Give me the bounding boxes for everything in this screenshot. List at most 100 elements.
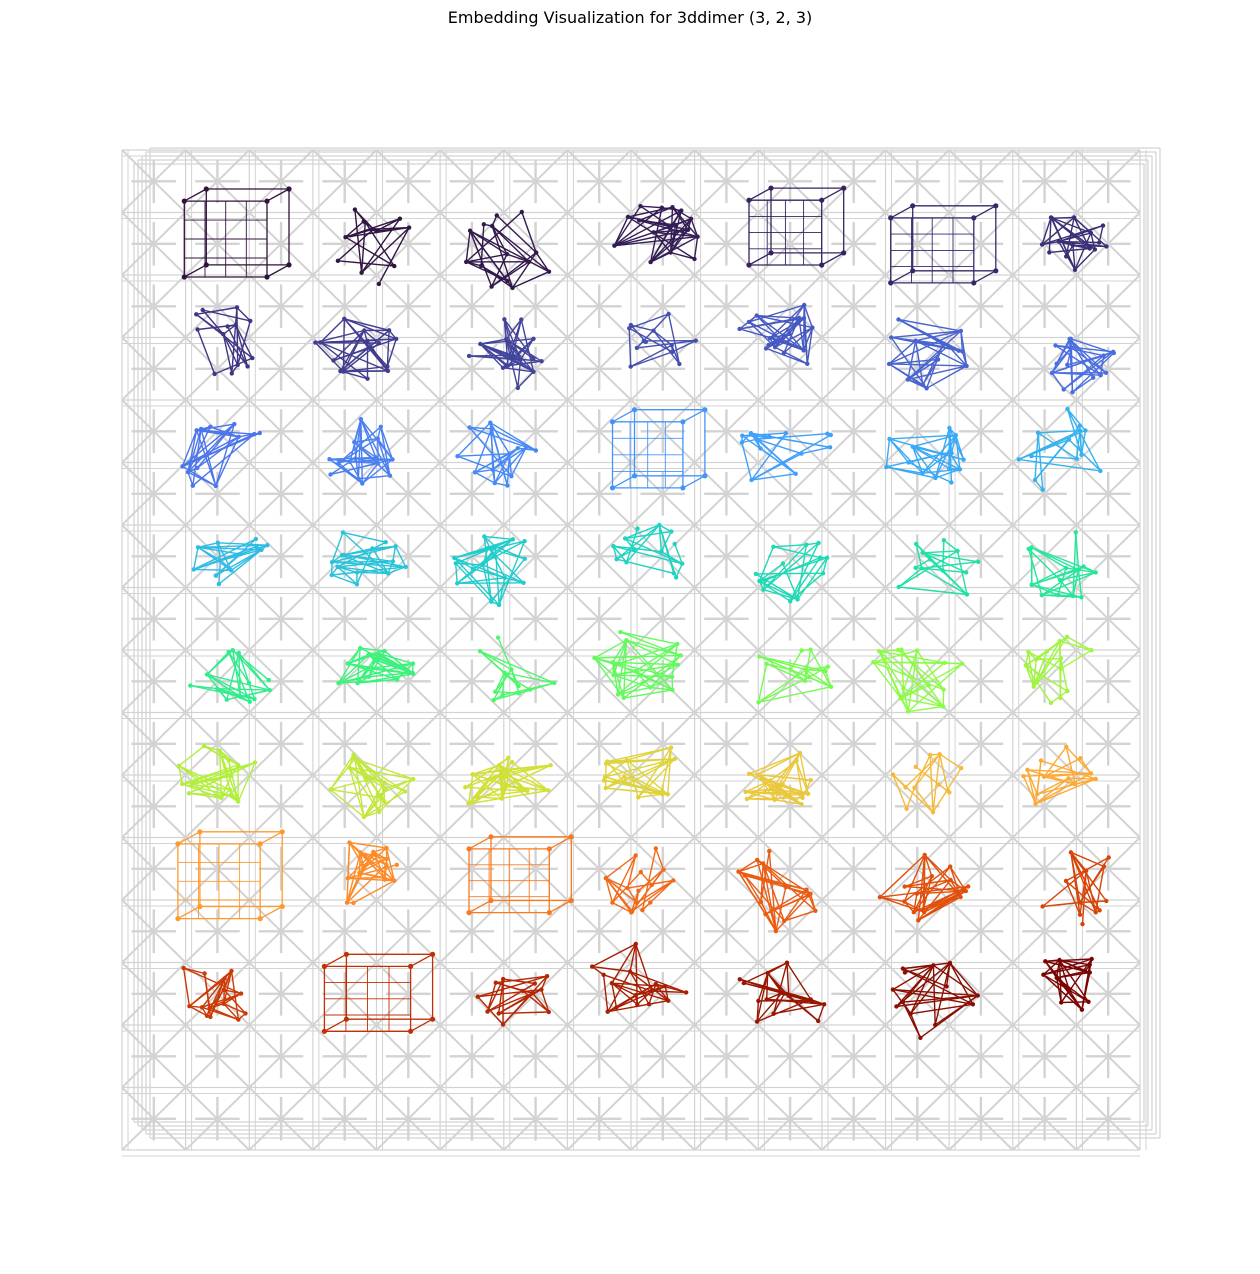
chain-edge xyxy=(320,318,345,343)
chain-node xyxy=(222,976,227,981)
chain-node xyxy=(638,204,643,209)
chain-node xyxy=(519,209,524,215)
chain-node xyxy=(806,893,811,898)
chain-node xyxy=(470,566,476,571)
chain-node xyxy=(221,1001,226,1006)
lattice-edge xyxy=(121,149,155,183)
chain-32 xyxy=(756,647,834,705)
chain-node xyxy=(753,571,759,577)
chain-node xyxy=(966,884,971,889)
lattice-edge xyxy=(534,805,569,839)
chain-node xyxy=(926,683,931,688)
chain-node xyxy=(622,536,628,541)
chain-edge xyxy=(655,848,665,870)
chain-edge xyxy=(363,797,382,818)
chain-edge xyxy=(607,759,627,763)
chain-edge xyxy=(1041,216,1075,246)
lattice-edge xyxy=(312,899,346,933)
chain-edge xyxy=(453,557,474,570)
lattice-edge xyxy=(980,149,1014,183)
chain-node xyxy=(1065,362,1070,367)
lattice-edge xyxy=(725,649,760,683)
lattice-edge xyxy=(534,180,569,214)
chain-node xyxy=(802,302,807,308)
lattice-edge xyxy=(757,805,791,839)
chain-edge xyxy=(498,1011,549,1015)
chain-edge xyxy=(1070,338,1115,354)
chain-node xyxy=(1077,428,1083,433)
chain-node xyxy=(463,785,468,790)
chain-edge xyxy=(181,764,239,785)
lattice-edge xyxy=(407,274,441,308)
chain-node xyxy=(496,1011,501,1016)
chain-node xyxy=(787,331,792,337)
chain-node xyxy=(1034,657,1039,662)
lattice-edge xyxy=(121,1055,155,1089)
chain-edge xyxy=(612,901,632,914)
chain-node xyxy=(478,341,483,347)
chain-node xyxy=(890,772,896,777)
lattice-edge xyxy=(280,211,314,245)
chain-node xyxy=(901,686,906,691)
chain-node xyxy=(955,548,960,554)
lattice-edge xyxy=(662,836,696,870)
chain-edge xyxy=(324,1018,347,1032)
chain-node xyxy=(1070,390,1075,395)
lattice-edge xyxy=(693,524,728,558)
lattice-edge xyxy=(312,1086,346,1120)
lattice-edge xyxy=(280,430,314,464)
chain-node xyxy=(665,792,670,797)
chain-edge xyxy=(236,307,239,366)
lattice-edge xyxy=(471,1118,505,1151)
lattice-edge xyxy=(280,774,314,808)
lattice-edge xyxy=(343,868,378,901)
lattice-edge xyxy=(821,711,855,745)
chain-node xyxy=(808,997,813,1002)
lattice-edge xyxy=(852,1055,887,1089)
lattice-edge xyxy=(153,1086,187,1120)
lattice-edge xyxy=(184,930,219,964)
chain-node xyxy=(633,941,638,947)
chain-node xyxy=(264,274,270,280)
chain-node xyxy=(378,653,383,659)
chain-edge xyxy=(912,446,936,479)
chain-node xyxy=(467,228,473,233)
lattice-edge xyxy=(216,649,251,683)
chain-node xyxy=(637,218,642,223)
chain-edge xyxy=(759,580,791,602)
lattice-edge xyxy=(1075,461,1109,495)
chain-node xyxy=(530,991,535,996)
chain-node xyxy=(768,185,774,191)
chain-node xyxy=(365,666,370,671)
lattice-edge xyxy=(757,1086,791,1120)
chain-edge xyxy=(455,562,484,566)
lattice-edge xyxy=(121,368,155,401)
lattice-edge xyxy=(216,461,251,495)
chain-edge xyxy=(637,747,672,798)
chain-edge xyxy=(879,896,925,913)
lattice-edge xyxy=(566,774,600,808)
chain-node xyxy=(500,767,505,772)
chain-edge xyxy=(637,758,676,798)
lattice-edge xyxy=(821,211,855,245)
lattice-edge xyxy=(439,1118,473,1151)
chain-edge xyxy=(890,205,914,219)
chain-node xyxy=(343,1016,349,1022)
chain-node xyxy=(519,317,524,322)
lattice-edge xyxy=(216,305,250,339)
lattice-edge xyxy=(503,149,537,183)
chain-node xyxy=(1058,656,1064,661)
chain-edge xyxy=(517,447,536,452)
chain-edge xyxy=(640,871,653,886)
chain-node xyxy=(197,903,203,910)
lattice-edge xyxy=(312,430,346,464)
chain-edge xyxy=(367,662,414,670)
chain-edge xyxy=(358,475,391,480)
chain-node xyxy=(772,797,777,802)
chain-node xyxy=(888,215,894,221)
chain-node xyxy=(386,571,391,576)
chain-node xyxy=(1033,801,1038,806)
lattice-edge xyxy=(280,461,314,495)
chain-edge xyxy=(206,649,234,676)
lattice-edge xyxy=(821,993,855,1026)
